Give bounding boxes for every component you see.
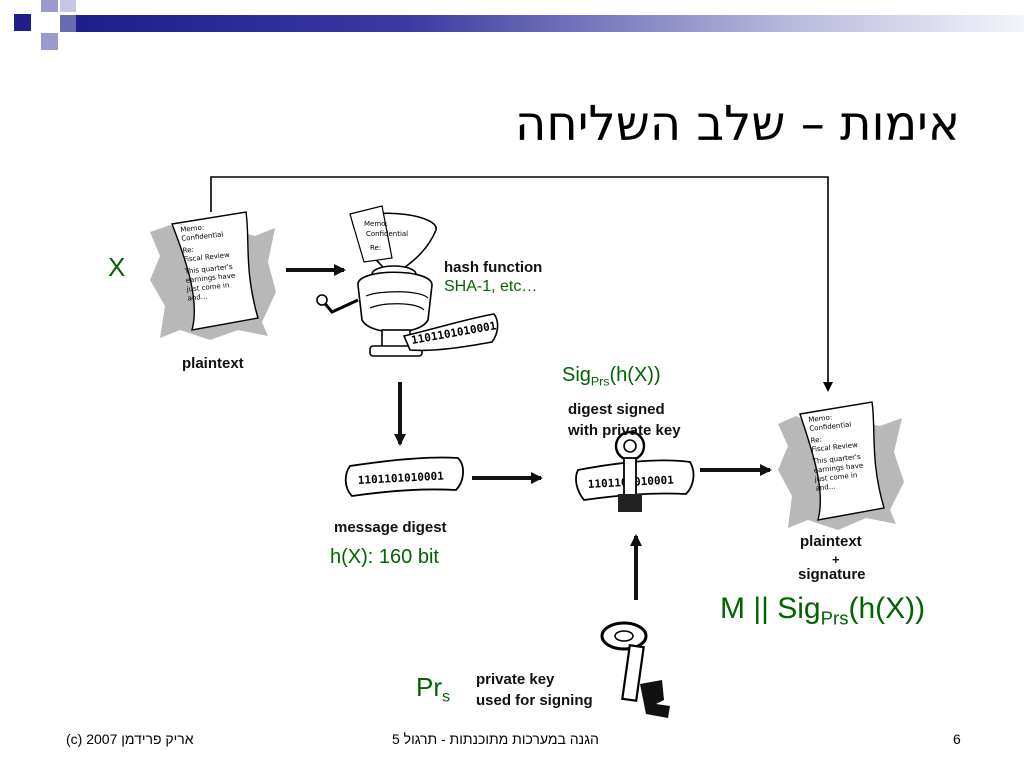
footer-page-number: 6 <box>953 731 961 747</box>
digest-size-label: h(X): 160 bit <box>330 546 439 568</box>
message-digest-icon: 1101101010001 <box>344 456 464 497</box>
plaintext-label: plaintext <box>182 355 244 372</box>
page-title: אימות – שלב השליחה <box>515 96 960 152</box>
private-key-label-2: used for signing <box>476 692 593 709</box>
corner-square-2 <box>41 0 58 12</box>
signed-digest-icon: 1101101010001 <box>575 430 695 512</box>
footer-author: (c) אריק פרידמן 2007 <box>66 731 194 747</box>
svg-text:Confidential: Confidential <box>366 230 408 238</box>
svg-text:Memo:: Memo: <box>364 220 388 228</box>
private-key-main: Pr <box>416 672 442 702</box>
corner-square-4 <box>41 33 58 50</box>
memo-text-right: Memo: Confidential Re: Fiscal Review Thi… <box>808 409 886 494</box>
sig-sub: Prs <box>590 374 610 389</box>
title-accent-bar <box>76 15 1024 32</box>
plaintext-document-icon <box>150 211 276 340</box>
hash-examples-label: SHA-1, etc… <box>444 278 538 295</box>
private-key-sub: s <box>442 687 451 706</box>
output-prefix: M || Sig <box>720 592 821 625</box>
corner-square-5 <box>60 15 76 32</box>
digest-signed-label-1: digest signed <box>568 401 665 418</box>
corner-square-3 <box>60 0 76 12</box>
memo-text-left: Memo: Confidential Re: Fiscal Review Thi… <box>180 219 258 304</box>
x-label: X <box>108 252 126 282</box>
output-tail: (h(X)) <box>848 592 926 625</box>
signature-formula: SigPrs(h(X)) <box>562 364 661 388</box>
message-digest-label: message digest <box>334 519 447 536</box>
private-key-formula: Prs <box>416 672 450 707</box>
sig-tail: (h(X)) <box>609 364 661 386</box>
svg-text:Re:: Re: <box>370 244 381 252</box>
output-label-plus: + <box>832 552 840 567</box>
signed-document-icon <box>778 401 904 530</box>
top-connector-line <box>210 176 833 392</box>
output-formula: M || SigPrs(h(X)) <box>720 592 925 630</box>
footer-course: הגנה במערכות מתוכנתות - תרגול 5 <box>392 731 599 747</box>
private-key-icon <box>600 621 670 718</box>
private-key-label-1: private key <box>476 671 555 688</box>
output-label-1: plaintext <box>800 533 862 550</box>
svg-text:1101101010001: 1101101010001 <box>357 469 444 487</box>
output-label-2: signature <box>798 566 866 583</box>
hash-grinder-icon: 1101101010001 Memo: Confidential Re: <box>316 205 499 357</box>
digest-signed-label-2: with private key <box>568 422 681 439</box>
sig-main: Sig <box>562 364 591 386</box>
hash-function-label: hash function <box>444 259 543 276</box>
output-sub: Prs <box>820 607 849 629</box>
corner-square-1 <box>14 14 31 31</box>
